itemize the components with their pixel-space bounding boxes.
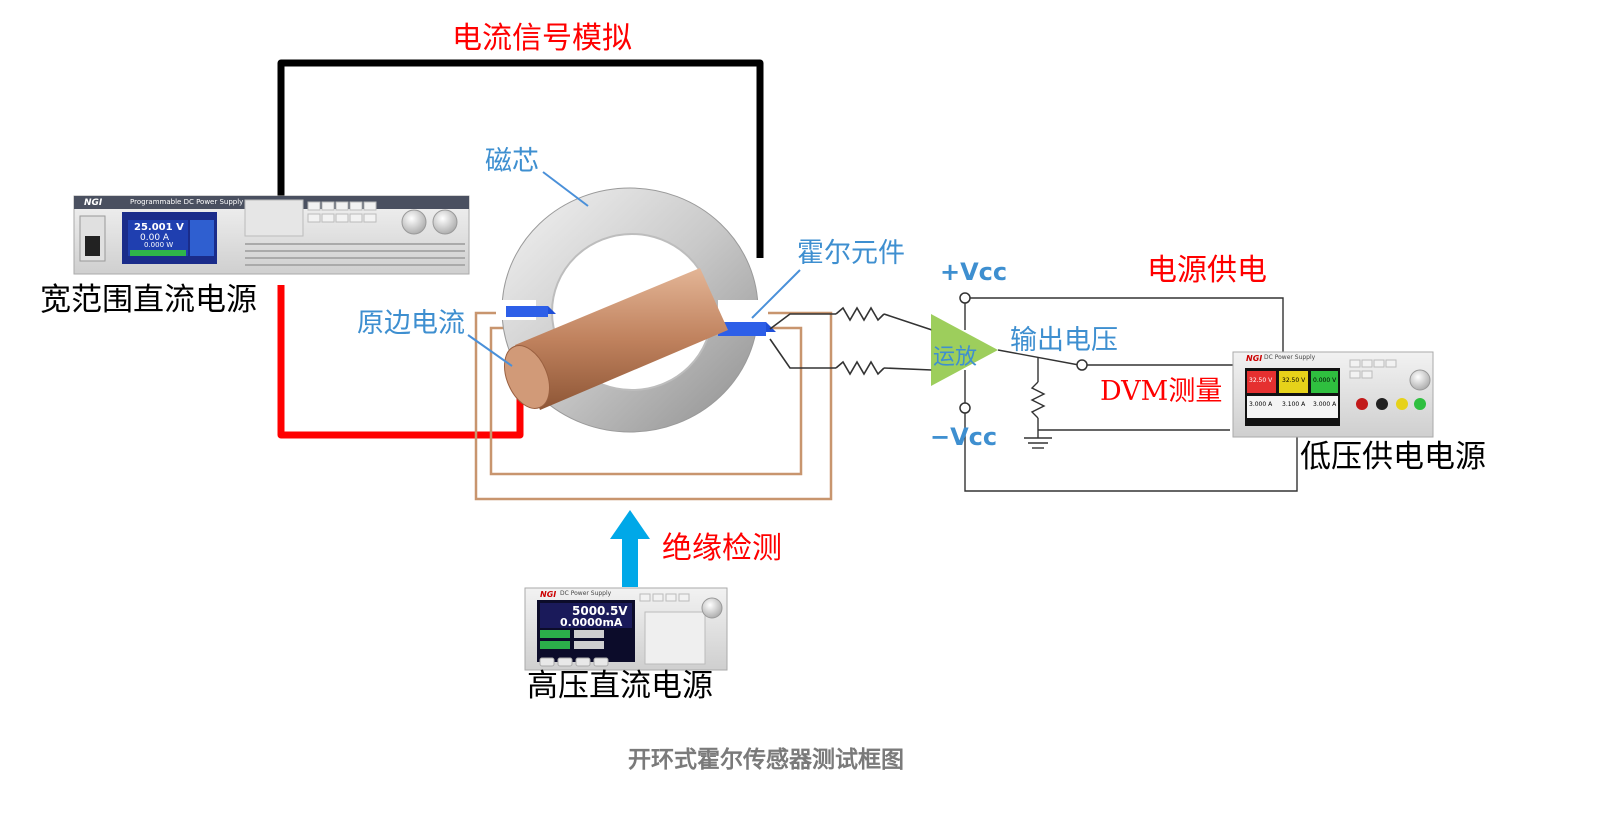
label-output-voltage: 输出电压 xyxy=(1010,325,1118,356)
label-high-voltage-dc-supply: 高压直流电源 xyxy=(527,668,713,704)
lv-brand: NGI xyxy=(1246,354,1263,363)
output-terminal xyxy=(1076,359,1088,371)
pointer-primary xyxy=(467,334,513,367)
label-wide-range-dc-supply: 宽范围直流电源 xyxy=(40,282,257,318)
lv-ch1-current: 3.000 A xyxy=(1249,401,1273,408)
hv-current-readout: 0.0000mA xyxy=(560,616,623,629)
lv-ch2-current: 3.100 A xyxy=(1282,401,1306,408)
wide-model: Programmable DC Power Supply xyxy=(130,198,244,206)
high-voltage-dc-supply-device xyxy=(524,587,728,671)
wide-voltage-readout: 25.001 V xyxy=(134,222,184,233)
wide-current-readout: 0.00 A xyxy=(140,233,170,243)
label-low-voltage-supply: 低压供电电源 xyxy=(1300,439,1486,475)
label-primary-current: 原边电流 xyxy=(357,308,465,339)
lv-ch2-voltage: 32.50 V xyxy=(1282,377,1306,384)
wide-range-dc-supply-device xyxy=(73,195,470,275)
hall-element-chip xyxy=(506,306,776,336)
figure-caption: 开环式霍尔传感器测试框图 xyxy=(628,746,904,773)
label-plus-vcc: +Vcc xyxy=(940,258,1008,286)
label-magnetic-core: 磁芯 xyxy=(485,146,539,177)
hv-brand: NGI xyxy=(540,590,557,599)
hv-voltage-readout: 5000.5V xyxy=(572,604,628,618)
low-voltage-supply-device xyxy=(1232,351,1434,438)
lv-ch3-voltage: 0.000 V xyxy=(1313,377,1337,384)
pointer-core xyxy=(542,171,589,207)
label-minus-vcc: −Vcc xyxy=(930,423,998,451)
label-op-amp: 运放 xyxy=(933,345,978,370)
insulation-arrow xyxy=(610,510,650,587)
lv-ch3-current: 3.000 A xyxy=(1313,401,1337,408)
wide-power-readout: 0.000 W xyxy=(144,241,174,249)
vcc-minus-terminal xyxy=(959,402,971,414)
red-wire xyxy=(277,285,524,439)
label-insulation-test: 绝缘检测 xyxy=(662,531,782,566)
label-power-supply: 电源供电 xyxy=(1147,253,1267,288)
primary-conductor-rod xyxy=(504,268,728,410)
pointer-hall xyxy=(751,269,801,319)
wide-brand: NGI xyxy=(84,198,103,208)
lv-model: DC Power Supply xyxy=(1264,354,1316,361)
black-wire xyxy=(277,59,764,258)
label-current-signal-sim: 电流信号模拟 xyxy=(452,21,632,56)
hv-model: DC Power Supply xyxy=(560,590,612,597)
vcc-plus-terminal xyxy=(959,292,971,304)
lv-ch1-voltage: 32.50 V xyxy=(1249,377,1273,384)
label-hall-element: 霍尔元件 xyxy=(797,238,905,269)
power-rails xyxy=(964,297,1298,492)
label-dvm-measure: DVM测量 xyxy=(1100,376,1223,407)
op-amp-triangle xyxy=(931,314,998,386)
hall-to-opamp-wiring xyxy=(769,306,933,376)
